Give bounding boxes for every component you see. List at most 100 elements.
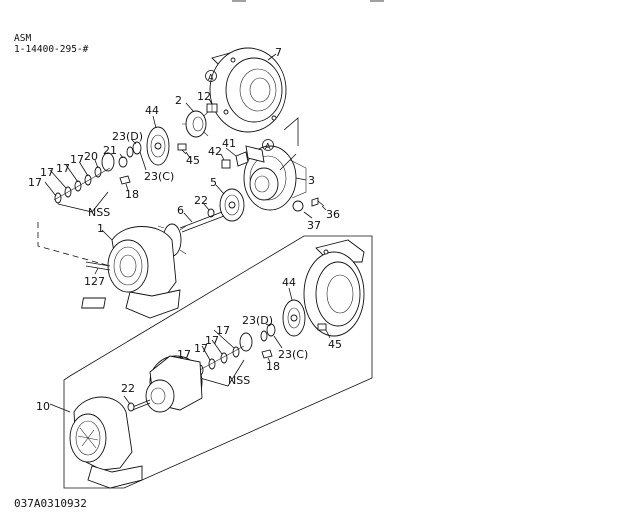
leader-37 (303, 211, 313, 219)
heat-shield-upper (219, 188, 245, 222)
leader-17c-lower (211, 339, 223, 355)
leader-2 (185, 102, 195, 113)
callout-45: 45 (186, 154, 200, 167)
callout-18: 18 (125, 188, 139, 201)
link-line-upper (279, 153, 297, 171)
seal-ring-lower (127, 402, 135, 412)
lower-assembly-frame (63, 235, 373, 489)
turbine-housing-upper (81, 226, 181, 319)
link-bracket-upper (283, 117, 299, 146)
leader-22 (203, 203, 210, 211)
turbine-housing-lower (69, 396, 143, 489)
leader-23c (139, 151, 147, 171)
leader-18 (125, 183, 129, 191)
leader-6 (183, 212, 193, 223)
thrust-ring-set-lower (239, 323, 276, 352)
callout-5: 5 (210, 176, 217, 189)
callout-nss-upper: NSS (88, 206, 110, 219)
nut-upper (206, 103, 218, 113)
callout-6: 6 (177, 204, 184, 217)
callout-a-2: A (265, 142, 271, 151)
callout-23c: 23(C) (144, 170, 174, 183)
leader-44 (152, 115, 157, 129)
leader-12 (208, 98, 213, 105)
clip-lower (261, 349, 273, 359)
bearing-housing-upper (243, 145, 307, 211)
callout-17-3: 17 (70, 153, 84, 166)
leader-20 (94, 159, 99, 169)
leader-23c-lower (273, 335, 283, 349)
callout-18-lower: 18 (266, 360, 280, 373)
seal-ring-upper (207, 208, 215, 218)
leader-17a (44, 181, 57, 197)
thrust-ring-set-upper (101, 141, 142, 172)
callout-21: 21 (103, 144, 117, 157)
callout-22: 22 (194, 194, 208, 207)
leader-44-lower (288, 287, 293, 301)
leader-45 (185, 151, 191, 159)
callout-2: 2 (175, 94, 182, 107)
callout-20: 20 (84, 150, 98, 163)
leader-17b (49, 169, 67, 189)
callout-36: 36 (326, 208, 340, 221)
callout-22-lower: 22 (121, 382, 135, 395)
callout-3: 3 (308, 174, 315, 187)
drawing-code: 037A0310932 (14, 497, 87, 510)
callout-12: 12 (197, 90, 211, 103)
callout-1: 1 (97, 222, 104, 235)
nss-bracket-upper (57, 191, 109, 213)
leader-3 (295, 177, 307, 181)
leader-18-lower (267, 357, 271, 363)
backplate-lower (282, 299, 306, 337)
callout-44-lower: 44 (282, 276, 296, 289)
leader-41 (225, 147, 237, 157)
backplate-upper (146, 126, 170, 166)
callout-45-lower: 45 (328, 338, 342, 351)
leader-22-lower (123, 395, 131, 405)
callout-7: 7 (275, 46, 282, 59)
callout-17-lower-3: 17 (216, 324, 230, 337)
callout-17-4: 17 (28, 176, 42, 189)
callout-41: 41 (222, 137, 236, 150)
callout-17-lower-1: 17 (205, 334, 219, 347)
dashed-link-left (37, 222, 111, 267)
leader-17d-lower (213, 329, 235, 349)
leader-23d (131, 139, 137, 145)
leader-23d-lower (265, 323, 271, 327)
washer-set-upper (53, 166, 111, 204)
oil-fitting-upper (221, 151, 249, 169)
callout-10: 10 (36, 400, 50, 413)
compressor-housing-lower (303, 239, 365, 337)
callout-23d-lower: 23(D) (242, 314, 273, 327)
plug-upper (292, 197, 325, 212)
callout-23c-lower: 23(C) (278, 348, 308, 361)
leader-42 (220, 153, 225, 161)
leader-7 (267, 53, 277, 61)
callout-17-2: 17 (56, 162, 70, 175)
callout-42: 42 (208, 145, 222, 158)
bolt-lower (317, 323, 327, 331)
leader-5 (215, 184, 225, 195)
leader-1 (101, 229, 113, 241)
callout-127: 127 (84, 275, 105, 288)
callout-17-1: 17 (40, 166, 54, 179)
leader-21 (119, 153, 124, 159)
leader-17c (65, 164, 79, 183)
center-housing-lower (129, 355, 203, 413)
callout-44: 44 (145, 104, 159, 117)
assembly-title: ASM (14, 33, 31, 44)
compressor-wheel-upper (182, 110, 209, 138)
callout-17-lower-2: 17 (194, 342, 208, 355)
bolt-upper (177, 143, 187, 155)
callout-23d: 23(D) (112, 130, 143, 143)
leader-17b-lower (201, 345, 211, 361)
nss-bracket-lower (199, 359, 245, 387)
callout-nss-lower: NSS (228, 374, 250, 387)
leader-10 (49, 403, 71, 413)
leader-45-lower (325, 329, 331, 339)
callout-a-circle-2 (262, 139, 274, 151)
leader-127 (94, 267, 99, 275)
leader-17d (79, 162, 89, 177)
compressor-housing-upper (209, 47, 287, 133)
